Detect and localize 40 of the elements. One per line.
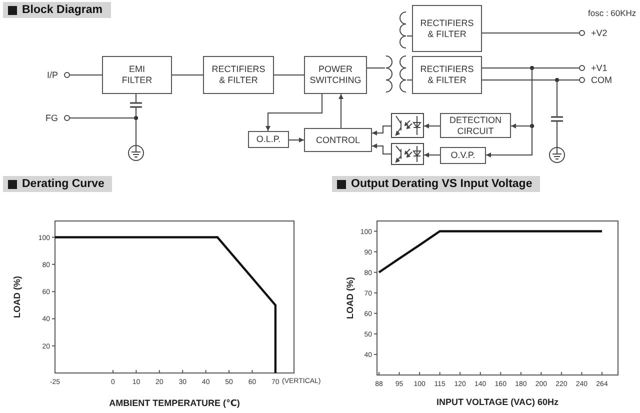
circuit-block: POWER SWITCHING	[304, 56, 367, 94]
axis-title: LOAD (%)	[12, 276, 22, 318]
connector-line	[338, 94, 344, 128]
terminal-label: +V2	[591, 28, 608, 38]
connector-line	[424, 124, 440, 128]
optocoupler-symbol	[391, 113, 424, 138]
axis-title: INPUT VOLTAGE (VAC) 60Hz	[436, 397, 558, 407]
circuit-block: O.V.P.	[440, 147, 486, 164]
connector-line	[424, 152, 440, 158]
terminal-label: +V1	[591, 63, 608, 73]
circuit-block: RECTIFIERS & FILTER	[412, 56, 482, 94]
connector-line	[172, 74, 204, 76]
connector-line	[274, 74, 304, 76]
note-text: fosc : 60KHz	[588, 8, 636, 18]
circuit-block: RECTIFIERS & FILTER	[412, 5, 482, 52]
axis-title: LOAD (%)	[345, 277, 355, 319]
connector-line	[266, 94, 322, 132]
connector-line	[372, 144, 392, 154]
connector-line	[70, 74, 102, 76]
connector-line	[482, 32, 580, 34]
circuit-block: EMI FILTER	[102, 56, 172, 94]
circuit-block: CONTROL	[304, 128, 372, 152]
section-title: Derating Curve	[22, 178, 104, 190]
connector-line	[288, 138, 304, 142]
terminal-label: COM	[591, 75, 612, 85]
connector-line	[482, 80, 558, 148]
axis-title: AMBIENT TEMPERATURE (℃)	[109, 398, 240, 408]
section-title: Block Diagram	[22, 4, 103, 16]
terminal-label: I/P	[46, 70, 58, 80]
terminal-label: FG	[46, 113, 58, 123]
ground-symbol	[128, 145, 144, 161]
circuit-block: O.L.P.	[248, 131, 289, 148]
connector-line	[372, 126, 392, 136]
connector-line	[70, 118, 136, 146]
circuit-block: DETECTION CIRCUIT	[440, 113, 511, 138]
ground-symbol	[549, 147, 565, 163]
section-title: Output Derating VS Input Voltage	[351, 178, 532, 190]
connector-line	[482, 68, 532, 158]
optocoupler-symbol	[391, 143, 424, 165]
circuit-block: RECTIFIERS & FILTER	[203, 56, 274, 94]
